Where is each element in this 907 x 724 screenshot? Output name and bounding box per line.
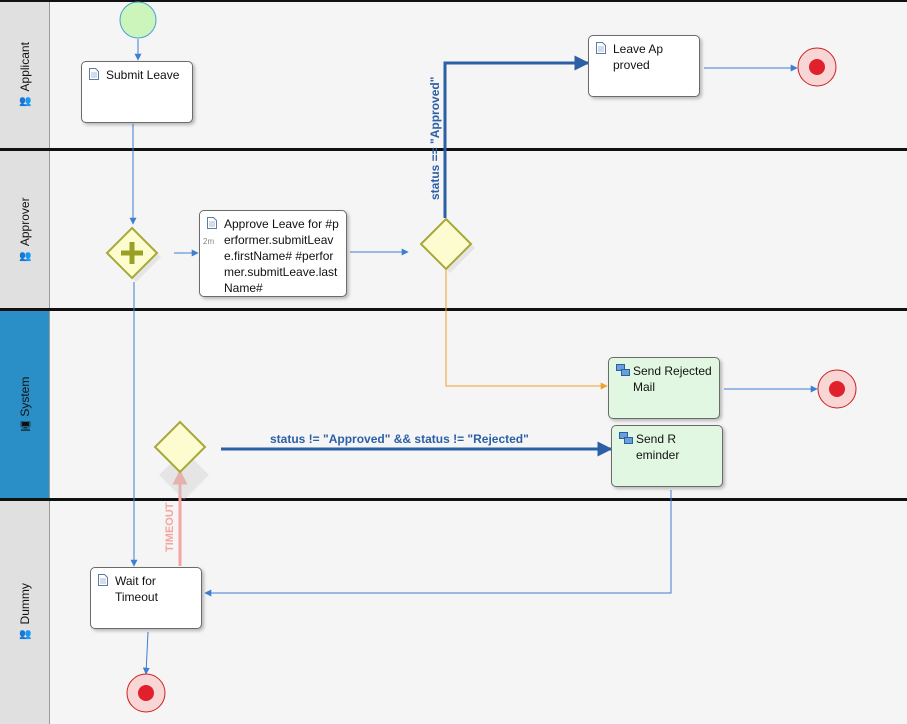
- lane-header-dummy[interactable]: 👥Dummy: [0, 500, 50, 724]
- lane-divider: [0, 498, 907, 501]
- task-label: Send Rejected Mail: [633, 364, 712, 394]
- document-icon: [596, 42, 606, 54]
- task-label: Wait for Timeout: [115, 574, 158, 604]
- task-label: Send Reminder: [636, 432, 680, 462]
- task-wait-for-timeout[interactable]: Wait for Timeout: [90, 567, 202, 629]
- lane-system: 🖥System: [0, 310, 907, 500]
- lane-approver: 👥Approver: [0, 150, 907, 310]
- end-event-dummy[interactable]: [126, 673, 166, 713]
- parallel-gateway[interactable]: [105, 226, 161, 282]
- flow-reminder-to-wait[interactable]: [204, 490, 672, 597]
- task-approve-leave[interactable]: 2m Approve Leave for #performer.submitLe…: [199, 210, 347, 297]
- end-event-approved[interactable]: [797, 47, 837, 87]
- lane-header-system[interactable]: 🖥System: [0, 310, 50, 500]
- task-label: Submit Leave: [106, 68, 180, 82]
- flow-rejected[interactable]: [445, 270, 608, 390]
- lane-divider: [0, 308, 907, 311]
- decision-gateway-approval[interactable]: [419, 217, 475, 273]
- task-label: Leave Approved: [613, 42, 664, 72]
- flow-wait-to-end[interactable]: [142, 631, 150, 675]
- start-event[interactable]: [119, 1, 157, 39]
- end-event-rejected[interactable]: [817, 369, 857, 409]
- lane-body: [50, 150, 907, 310]
- flow-approved[interactable]: [443, 55, 590, 218]
- task-send-rejected-mail[interactable]: Send Rejected Mail: [608, 357, 720, 419]
- lane-header-approver[interactable]: 👥Approver: [0, 150, 50, 310]
- timeout-label: TIMEOUT: [164, 502, 176, 553]
- lane-divider: [0, 0, 907, 2]
- document-icon: [207, 217, 217, 229]
- lane-body: [50, 310, 907, 500]
- timer-label: 2m: [203, 237, 215, 246]
- lane-header-applicant[interactable]: 👥Applicant: [0, 0, 50, 150]
- service-task-icon: [616, 364, 630, 376]
- condition-label-not-approved: status != "Approved" && status != "Rejec…: [270, 432, 529, 446]
- decision-gateway-timeout[interactable]: [153, 420, 209, 500]
- document-icon: [98, 574, 108, 586]
- document-icon: [89, 68, 99, 80]
- condition-label-approved: status == "Approved": [428, 76, 442, 200]
- lane-divider: [0, 148, 907, 151]
- task-submit-leave[interactable]: Submit Leave: [81, 61, 193, 123]
- task-leave-approved[interactable]: Leave Approved: [588, 35, 700, 97]
- task-send-reminder[interactable]: Send Reminder: [611, 425, 723, 487]
- service-task-icon: [619, 432, 633, 444]
- task-label: Approve Leave for #performer.submitLeave…: [224, 217, 339, 295]
